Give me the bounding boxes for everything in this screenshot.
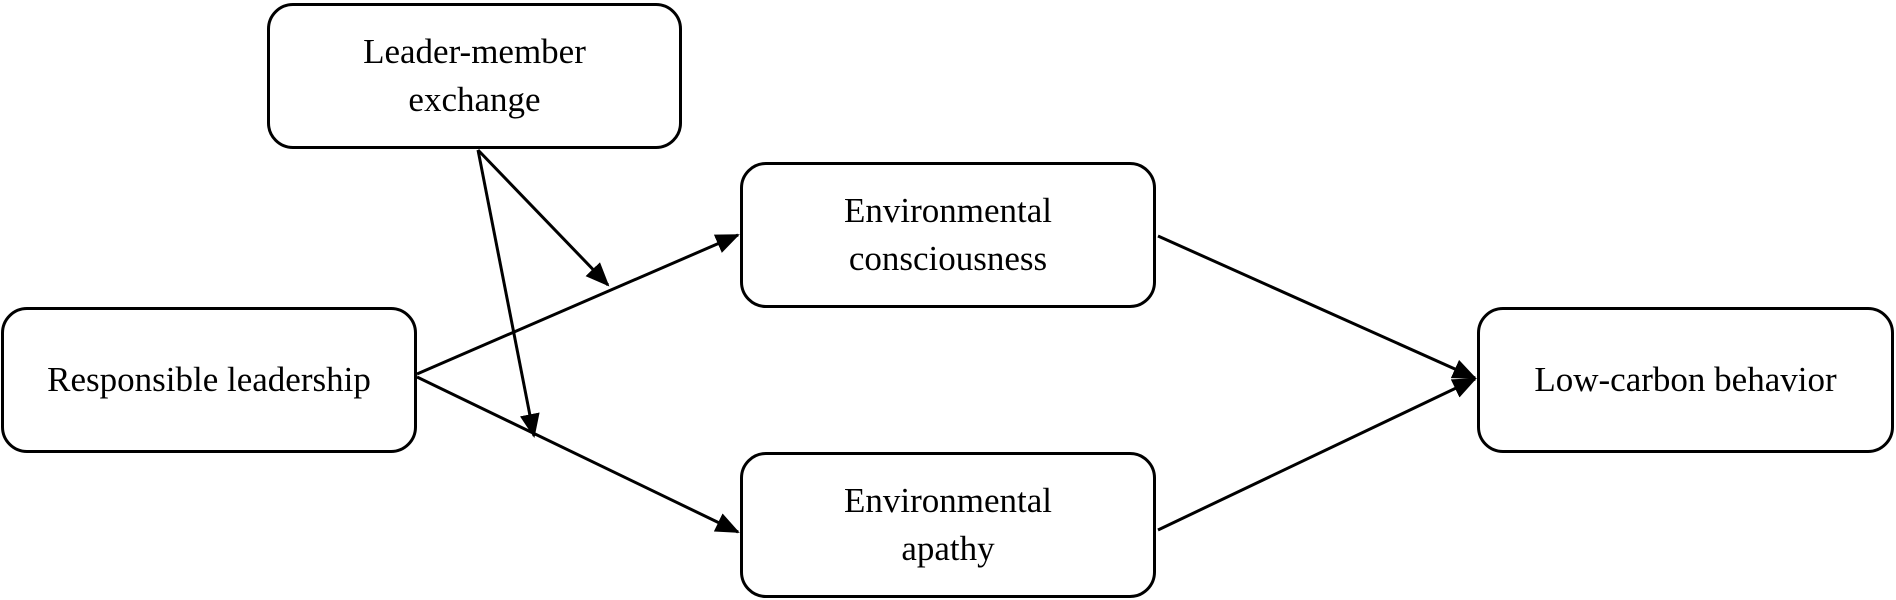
node-lcb-line1: Low-carbon behavior: [1534, 360, 1837, 399]
node-ea-line2: apathy: [901, 529, 995, 568]
node-leader-member-exchange: Leader-member exchange: [267, 3, 682, 149]
node-lmx-line1: Leader-member: [363, 32, 586, 71]
arrow-ea-to-lcb: [1157, 377, 1477, 532]
node-environmental-consciousness: Environmental consciousness: [740, 162, 1156, 308]
arrow-ec-to-lcb: [1157, 234, 1477, 380]
node-ea-line1: Environmental: [843, 481, 1052, 520]
moderation-arrow-lmx-to-ec-path: [476, 148, 610, 287]
node-responsible-leadership: Responsible leadership: [1, 307, 417, 453]
node-ec-line1: Environmental: [843, 191, 1052, 230]
node-lmx-line2: exchange: [408, 80, 541, 119]
node-rl-line1: Responsible leadership: [47, 360, 371, 399]
arrow-rl-to-ec: [416, 233, 740, 376]
node-environmental-apathy: Environmental apathy: [740, 452, 1156, 598]
moderation-arrow-lmx-to-ea-path: [476, 149, 540, 438]
node-low-carbon-behavior: Low-carbon behavior: [1477, 307, 1894, 453]
arrow-rl-to-ea: [416, 375, 740, 534]
node-ec-line2: consciousness: [848, 239, 1048, 278]
